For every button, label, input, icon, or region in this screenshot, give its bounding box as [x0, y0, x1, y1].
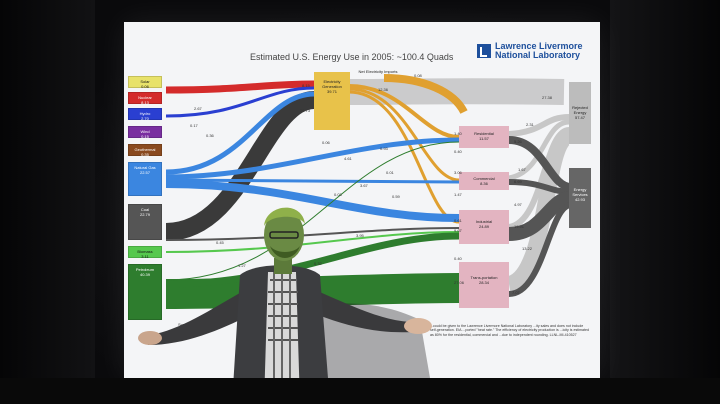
rejected-energy-node: [569, 82, 591, 144]
flow-value-label: 4.61: [344, 156, 352, 161]
flow-value-label: 0.32: [314, 261, 322, 266]
flow-value-label: 0.93: [380, 146, 388, 151]
industrial-node: [459, 210, 509, 244]
floor: [0, 378, 720, 404]
flow-petroleum-transport: [165, 273, 460, 309]
flow-value-label: 1.40: [454, 131, 462, 136]
flow-value-label: 2.31: [526, 122, 534, 127]
flow-value-label: 3.06: [454, 170, 462, 175]
llnl-logo-line2: National Laboratory: [495, 50, 581, 60]
flow-value-label: 20.73: [300, 108, 311, 113]
flow-coal-electricity: [165, 91, 316, 241]
flow-electricity-industrial: [348, 90, 460, 224]
commercial-node: [459, 172, 509, 190]
flow-value-label: 4.97: [514, 202, 522, 207]
flow-electricity-residential: [348, 84, 460, 139]
llnl-logo-icon: [477, 44, 491, 58]
flow-value-label: 27.06: [454, 280, 465, 285]
flow-value-label: 3.95: [356, 233, 364, 238]
flow-value-label: 0.40: [454, 256, 462, 261]
llnl-logo-line1: Lawrence Livermore: [495, 41, 583, 51]
flow-gas-commercial: [165, 178, 460, 184]
left-wall: [0, 0, 95, 404]
flow-electricity-commercial: [348, 87, 460, 182]
flow-value-label: 7.07: [512, 290, 520, 295]
flow-value-label: 0.45: [216, 240, 224, 245]
source-note: Source: LLNL: [178, 322, 203, 327]
flow-value-label: 27.38: [542, 95, 553, 100]
flow-value-label: 1.67: [518, 167, 526, 172]
slide-title: Estimated U.S. Energy Use in 2005: ~100.…: [250, 52, 454, 62]
electricity-generation-node: [314, 72, 350, 130]
flow-value-label: 9.67: [454, 228, 462, 233]
flow-value-label: 19.91: [514, 224, 525, 229]
energy-services-node: [569, 168, 591, 228]
flow-value-label: 6.69: [514, 179, 522, 184]
flow-coal-industrial: [165, 227, 460, 241]
flow-petroleum-residential: [165, 141, 460, 281]
flow-residential-services: [508, 136, 572, 191]
net-imports-label: Net Electricity Imports: [358, 69, 398, 74]
residential-node: [459, 126, 509, 148]
projection-screen: Estimated U.S. Energy Use in 2005: ~100.…: [124, 22, 600, 378]
flow-value-label: 0.36: [206, 133, 214, 138]
flow-nuclear-electricity: [165, 80, 315, 94]
llnl-logo: Lawrence Livermore National Laboratory: [477, 42, 583, 60]
net-imports-value: 0.08: [414, 73, 422, 78]
flow-value-label: 1.27: [238, 263, 246, 268]
flow-biomass: [165, 231, 460, 253]
flow-gas-industrial: [165, 180, 460, 222]
flow-hydro-electricity: [165, 86, 315, 118]
flow-transport-services: [508, 202, 572, 297]
flow-value-label: 0.40: [454, 149, 462, 154]
flow-petroleum-industrial: [165, 232, 460, 288]
flow-value-label: 2.67: [194, 106, 202, 111]
flow-value-label: 0.61: [454, 218, 462, 223]
flow-gas-residential: [165, 137, 460, 180]
flow-value-label: 0.03: [334, 192, 342, 197]
flow-value-label: 12.36: [378, 87, 389, 92]
flow-gas-electricity: [165, 91, 315, 175]
flow-industrial-services: [508, 191, 573, 241]
right-wall: [610, 0, 720, 404]
flow-value-label: 0.17: [190, 123, 198, 128]
flow-commercial-rejected: [508, 119, 570, 181]
flow-value-label: 1.47: [454, 192, 462, 197]
transportation-node: [459, 262, 509, 308]
flow-imports-electricity: [383, 74, 468, 115]
flow-value-label: 0.01: [386, 170, 394, 175]
flow-value-label: 0.06: [322, 140, 330, 145]
flow-value-label: 13.22: [522, 246, 533, 251]
flow-value-label: 8.15: [302, 83, 310, 88]
flow-residential-rejected: [508, 114, 570, 137]
flow-value-label: 5.26: [514, 139, 522, 144]
slide-footnote: ...could be given to the Lawrence Liverm…: [430, 324, 590, 337]
flow-value-label: 3.67: [360, 183, 368, 188]
flow-value-label: 0.59: [392, 194, 400, 199]
